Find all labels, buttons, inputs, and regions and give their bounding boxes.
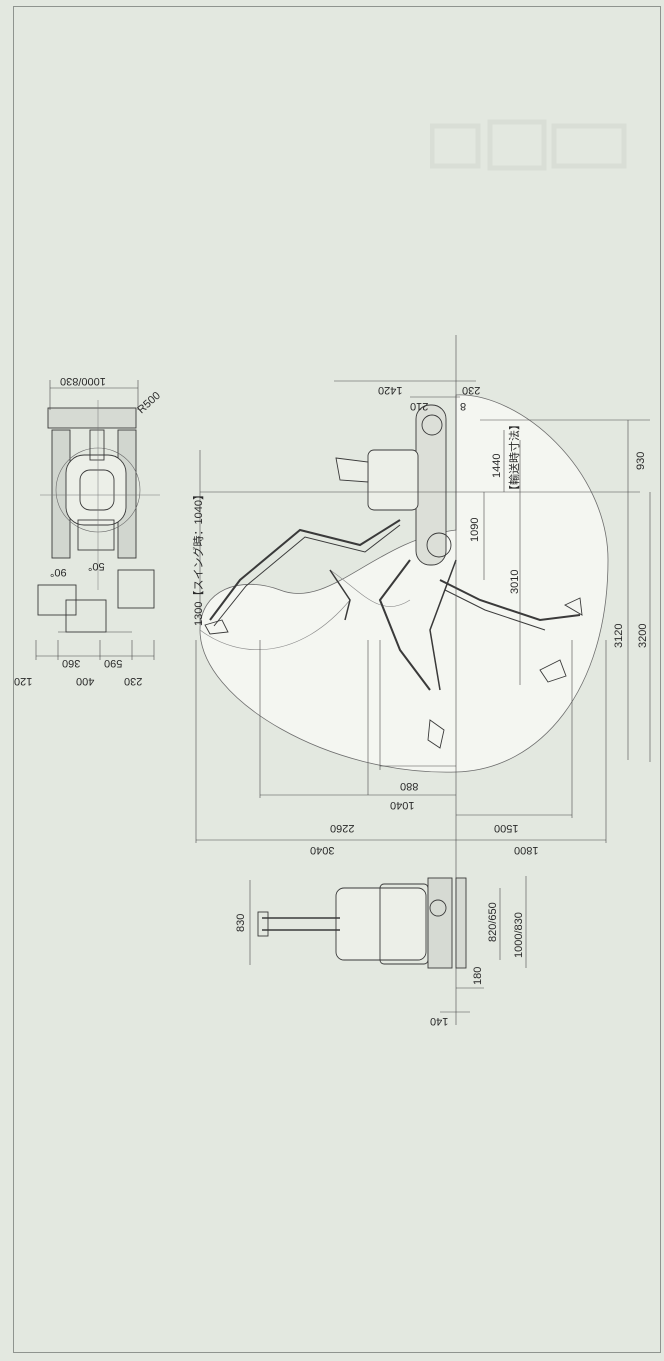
side-1420-label: 1420 (378, 384, 403, 396)
page-frame (13, 6, 661, 1353)
side-930-label: 930 (635, 451, 647, 470)
side-880-label: 880 (400, 780, 419, 792)
side-8-label: 8 (460, 400, 467, 412)
side-1440-label: 1440 (491, 453, 503, 478)
top-view-machine (257, 877, 467, 969)
front-angle-50-label: 50° (88, 560, 105, 572)
top-820-650-label: 820/650 (487, 902, 499, 942)
side-transport-label: 【輸送時寸法】 (509, 419, 521, 496)
top-180-label: 180 (472, 966, 484, 985)
side-1090-label: 1090 (469, 517, 481, 542)
front-view-dimension-lines (35, 380, 155, 660)
top-1000-830-label: 1000/830 (513, 912, 525, 958)
side-2260-label: 2260 (330, 822, 355, 834)
side-230-label: 230 (462, 384, 481, 396)
side-1800-label: 1800 (514, 844, 539, 856)
side-3010-label: 3010 (509, 569, 521, 594)
side-view-machine (204, 404, 583, 749)
front-dim-590-label: 590 (104, 657, 123, 669)
side-210-label: 210 (410, 400, 429, 412)
front-dim-400-label: 400 (76, 675, 95, 687)
front-angle-90-label: 90° (50, 566, 67, 578)
front-dim-360-label: 360 (62, 657, 81, 669)
front-dim-120-label: 120 (14, 675, 33, 687)
side-swing-label: 1300【スイング時：1040】 (193, 489, 205, 626)
side-3200-label: 3200 (637, 623, 649, 648)
top-830-label: 830 (235, 913, 247, 932)
side-3120-label: 3120 (613, 623, 625, 648)
side-3040-label: 3040 (310, 844, 335, 856)
watermark-logo (430, 119, 627, 171)
front-dim-230-label: 230 (124, 675, 143, 687)
top-view-dimension-lines (249, 876, 527, 1013)
front-view-machine (37, 400, 160, 633)
side-1500-label: 1500 (494, 822, 519, 834)
front-track-width-label: 1000/830 (60, 375, 106, 387)
top-140-label: 140 (430, 1015, 449, 1027)
side-1040-label: 1040 (390, 799, 415, 811)
working-range-area (199, 394, 609, 773)
